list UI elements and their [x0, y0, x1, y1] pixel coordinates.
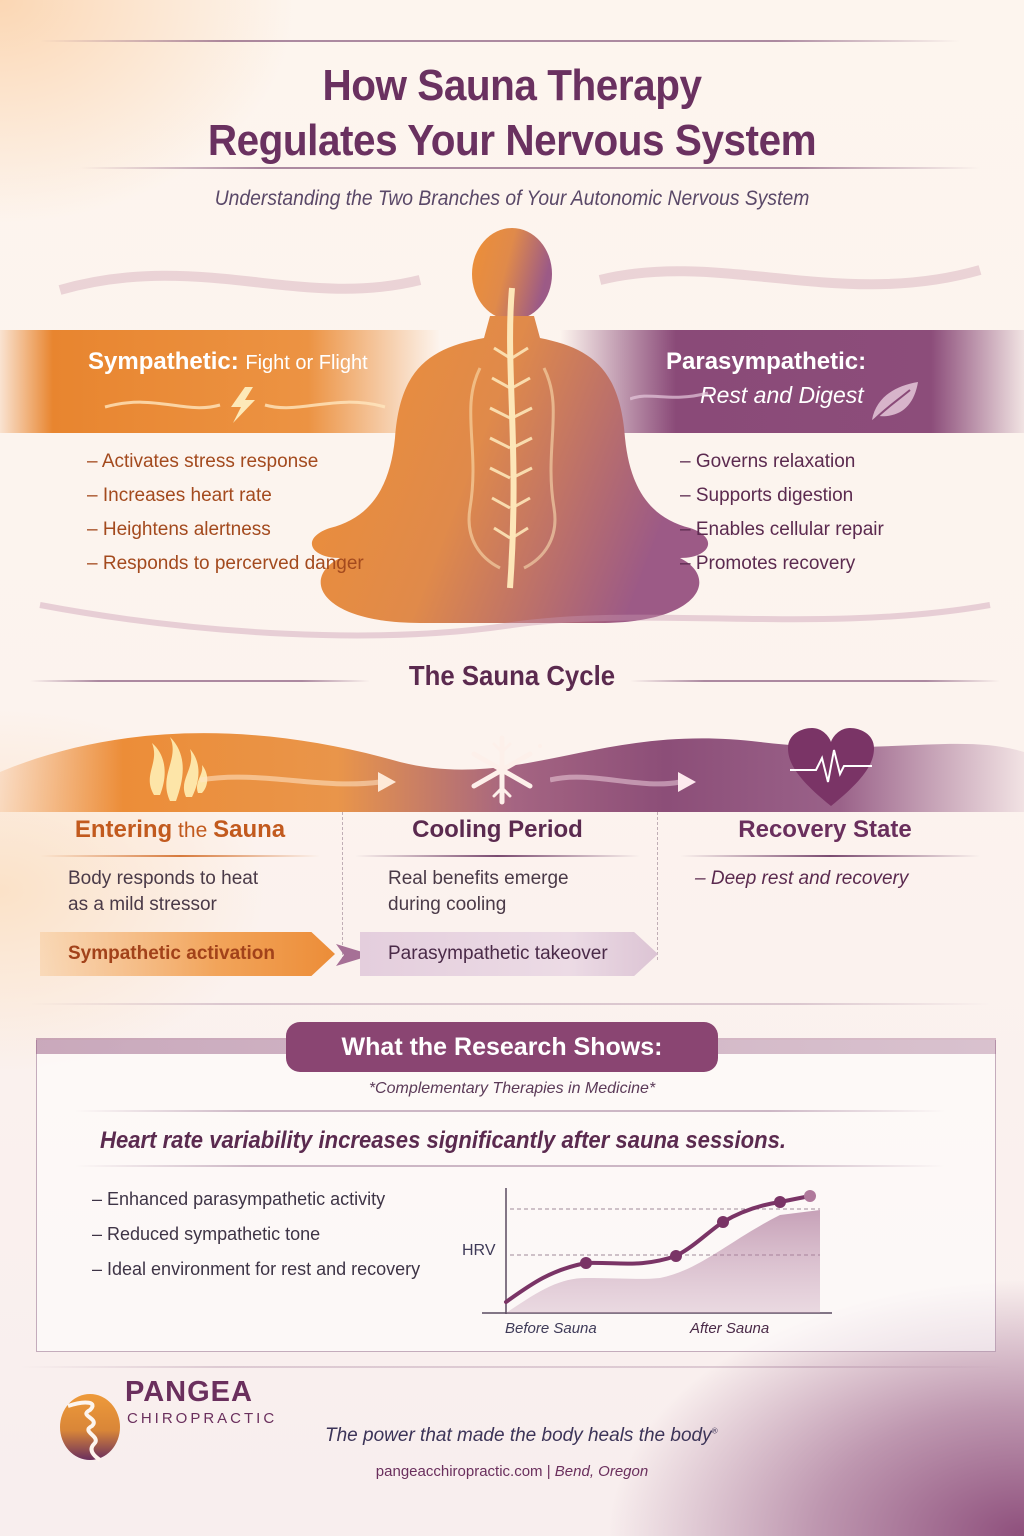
transition-arrow-icon: [336, 944, 372, 966]
list-item: Heightens alertness: [87, 513, 364, 547]
heart-pulse-icon: [788, 728, 874, 806]
leaf-icon: [872, 382, 918, 421]
stage-underline: [40, 855, 320, 857]
decorative-waves-bottom: [39, 602, 991, 639]
list-item: Ideal environment for rest and recovery: [92, 1252, 420, 1287]
footer-contact: pangeacchiropractic.com | Bend, Oregon: [375, 1463, 649, 1480]
meditating-figure-illustration: [311, 228, 709, 623]
data-point: [670, 1250, 682, 1262]
stage-desc-cooling: Real benefits emerge during cooling: [388, 868, 569, 915]
stage-title-entering: Entering the Sauna: [74, 816, 286, 843]
data-point: [717, 1216, 729, 1228]
flow-arrow-1: [200, 772, 396, 792]
parasympathetic-list: Governs relaxation Supports digestion En…: [680, 445, 884, 581]
stage-divider: [342, 812, 343, 960]
top-divider: [40, 40, 960, 42]
parasympathetic-takeover-pill: Parasympathetic takeover: [360, 932, 658, 976]
sympathetic-activation-pill: Sympathetic activation: [40, 932, 335, 976]
research-findings: Enhanced parasympathetic activity Reduce…: [92, 1182, 420, 1287]
research-citation: *Complementary Therapies in Medicine*: [368, 1080, 656, 1097]
citation-divider: [75, 1110, 945, 1112]
section-divider: [30, 1003, 990, 1005]
page-title: How Sauna Therapy Regulates Your Nervous…: [41, 58, 983, 168]
tagline: The power that made the body heals the b…: [325, 1425, 718, 1446]
stage-desc-recovery: – Deep rest and recovery: [695, 868, 909, 889]
title-line-2: Regulates Your Nervous System: [207, 116, 817, 165]
list-item: Responds to percerved danger: [87, 547, 364, 581]
list-item: Reduced sympathetic tone: [92, 1217, 420, 1252]
chart-x-label-before: Before Sauna: [505, 1320, 597, 1337]
research-heading: What the Research Shows:: [286, 1022, 718, 1072]
parasympathetic-title: Parasympathetic:: [666, 348, 867, 375]
data-point: [804, 1190, 816, 1202]
flame-icon: [149, 737, 208, 801]
decorative-waves-top: [58, 265, 982, 295]
website-link[interactable]: pangeacchiropractic.com: [375, 1463, 543, 1480]
page-subtitle: Understanding the Two Branches of Your A…: [214, 187, 810, 210]
sympathetic-list: Activates stress response Increases hear…: [87, 445, 364, 581]
stage-underline: [680, 855, 980, 857]
research-headline: Heart rate variability increases signifi…: [100, 1127, 787, 1154]
chart-x-label-after: After Sauna: [690, 1320, 770, 1337]
title-divider: [80, 167, 980, 169]
data-point: [774, 1196, 786, 1208]
list-item: Activates stress response: [87, 445, 364, 479]
logo-name: PANGEA: [125, 1376, 253, 1408]
list-item: Promotes recovery: [680, 547, 884, 581]
parasympathetic-subtitle: Rest and Digest: [700, 382, 864, 408]
list-item: Enables cellular repair: [680, 513, 884, 547]
sauna-cycle-heading: The Sauna Cycle: [408, 660, 616, 691]
cycle-divider-left: [30, 680, 370, 682]
location: Bend, Oregon: [554, 1463, 649, 1480]
stage-divider: [657, 812, 658, 960]
cycle-divider-right: [630, 680, 1000, 682]
data-point: [580, 1257, 592, 1269]
list-item: Governs relaxation: [680, 445, 884, 479]
lightning-bolt-icon: [104, 387, 386, 423]
pangea-logo-icon: [60, 1394, 120, 1462]
list-item: Increases heart rate: [87, 479, 364, 513]
sympathetic-subtitle: Fight or Flight: [245, 352, 368, 374]
stage-underline: [355, 855, 640, 857]
parasympathetic-band: [560, 330, 1024, 433]
stage-title-cooling: Cooling Period: [412, 816, 583, 843]
sympathetic-title: Sympathetic: Fight or Flight: [88, 348, 368, 375]
hrv-chart-plot: [482, 1188, 832, 1314]
stage-desc-entering: Body responds to heat as a mild stressor: [68, 868, 259, 915]
stage-title-recovery: Recovery State: [738, 816, 912, 843]
snowflake-icon: [471, 735, 542, 805]
list-item: Enhanced parasympathetic activity: [92, 1182, 420, 1217]
hrv-chart: HRV Before Sauna After Sauna: [440, 1170, 840, 1350]
sympathetic-band: [0, 330, 440, 433]
logo-subtitle: CHIROPRACTIC: [127, 1410, 278, 1427]
footer-divider: [20, 1366, 1004, 1368]
list-item: Supports digestion: [680, 479, 884, 513]
headline-divider: [75, 1165, 945, 1167]
decorative-swoosh: [630, 391, 709, 401]
chart-y-label: HRV: [462, 1242, 496, 1259]
flow-arrow-2: [550, 772, 696, 792]
title-line-1: How Sauna Therapy: [322, 61, 702, 110]
